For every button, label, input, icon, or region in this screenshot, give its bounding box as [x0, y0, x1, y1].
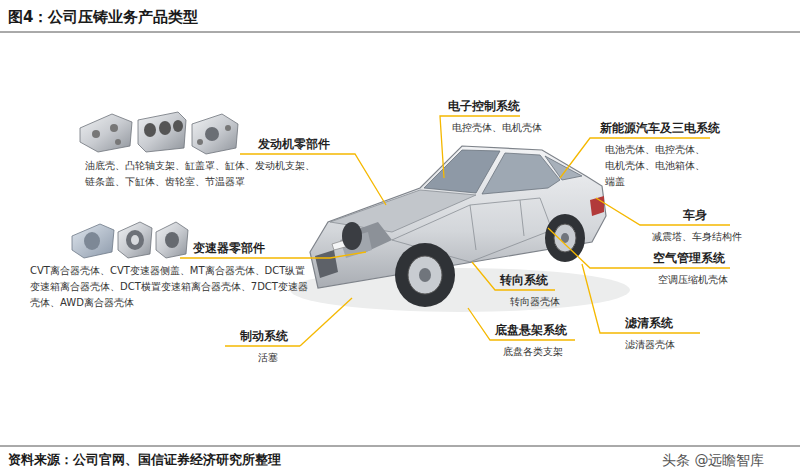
callout-heading: 转向系统 — [500, 272, 548, 288]
footer-rule — [0, 446, 800, 447]
callout-text: 油底壳、凸轮轴支架、缸盖罩、缸体、发动机支架、链条盖、下缸体、齿轮室、节温器罩 — [85, 158, 319, 190]
callout-text: 电控壳体、电机壳体 — [452, 120, 542, 136]
watermark: 头条 @远瞻智库 — [662, 450, 764, 470]
transmission-parts-photo — [72, 222, 188, 258]
callout-heading: 底盘悬架系统 — [495, 322, 567, 338]
callout-text: 滤清器壳体 — [625, 337, 675, 353]
leader-lines — [180, 116, 730, 346]
callout-heading: 发动机零部件 — [258, 136, 330, 152]
callout-text: 电池壳体、电控壳体、电机壳体、电池箱体、端盖 — [605, 142, 709, 190]
callout-heading: 电子控制系统 — [448, 98, 520, 114]
callout-heading: 车身 — [683, 207, 707, 223]
callout-text: CVT离合器壳体、CVT变速器侧盖、MT离合器壳体、DCT纵置变速箱离合器壳体、… — [30, 263, 310, 311]
callout-heading: 变速器零部件 — [193, 240, 265, 256]
callout-heading: 制动系统 — [240, 328, 288, 344]
figure-title: 图4：公司压铸业务产品类型 — [8, 7, 198, 27]
callout-text: 转向器壳体 — [510, 294, 560, 310]
source-note: 资料来源：公司官网、国信证券经济研究所整理 — [8, 451, 281, 469]
car-illustration — [290, 146, 630, 312]
callout-text: 空调压缩机壳体 — [658, 272, 728, 288]
engine-parts-photo — [80, 112, 238, 154]
title-rule — [0, 32, 800, 33]
callout-heading: 新能源汽车及三电系统 — [600, 120, 720, 136]
callout-text: 底盘各类支架 — [503, 344, 563, 360]
callout-heading: 空气管理系统 — [653, 250, 725, 266]
callout-heading: 滤清系统 — [625, 315, 673, 331]
callout-text: 活塞 — [258, 350, 278, 366]
callout-text: 减震塔、车身结构件 — [652, 229, 742, 245]
